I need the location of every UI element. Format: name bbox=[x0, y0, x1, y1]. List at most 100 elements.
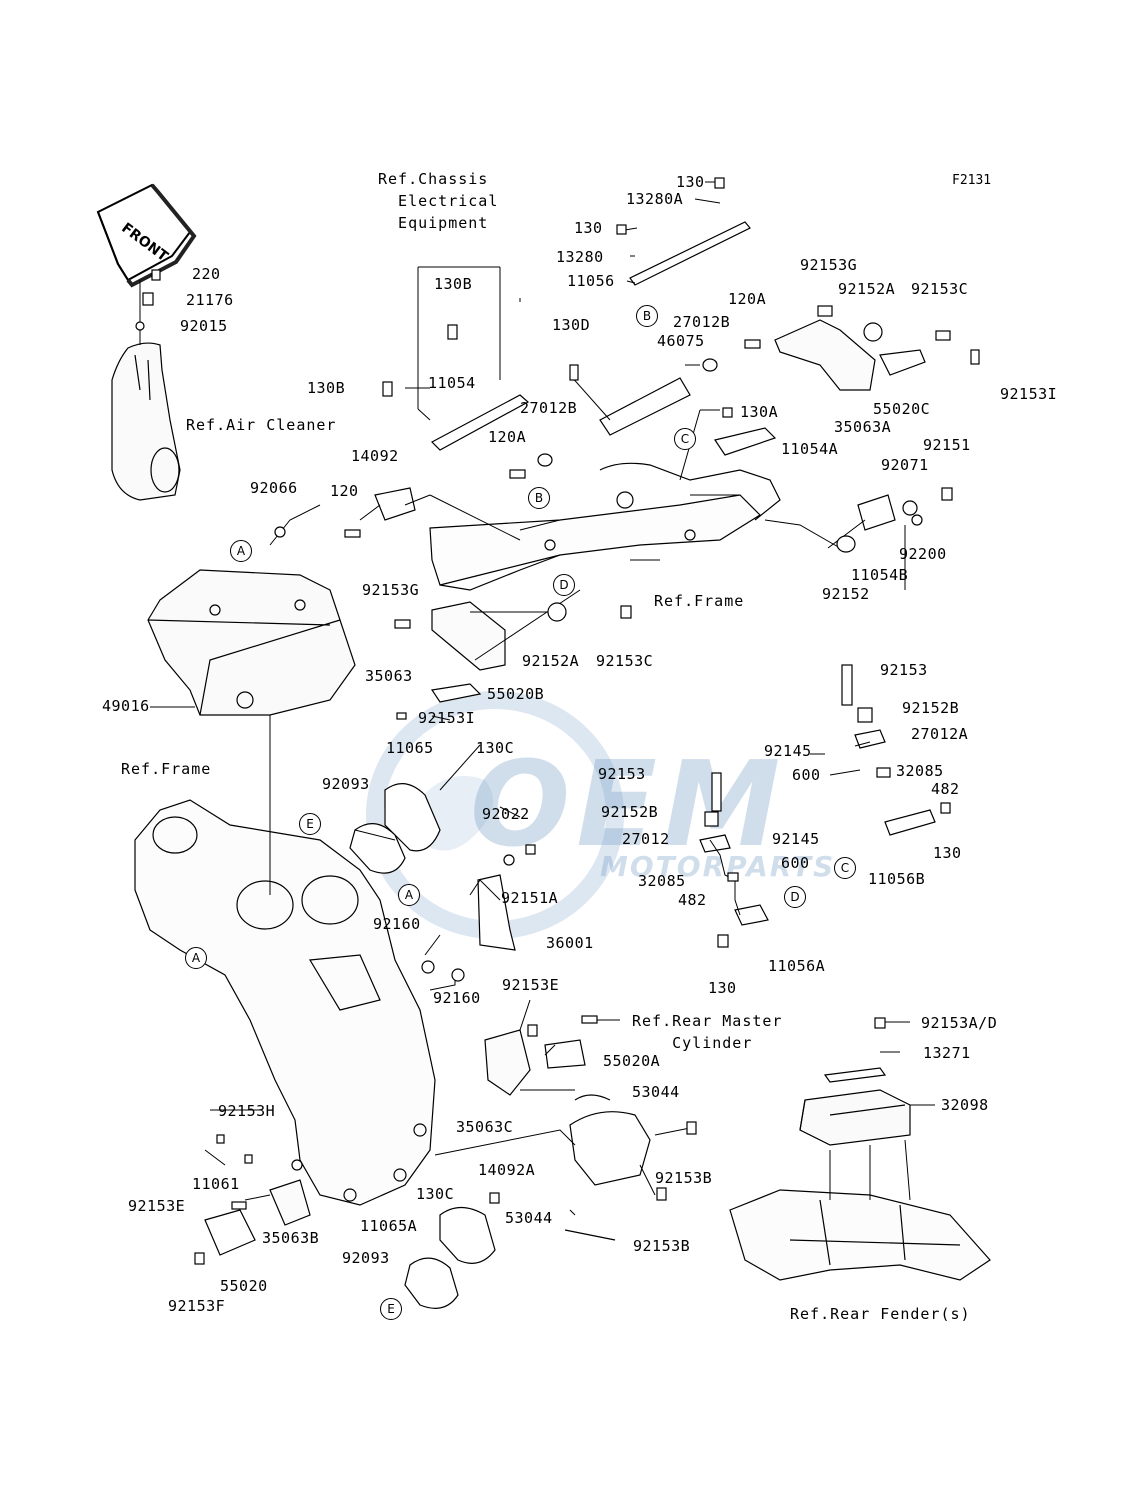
part-92153I: 92153I bbox=[418, 709, 476, 727]
part-92145: 92145 bbox=[764, 742, 812, 760]
part-46075: 46075 bbox=[657, 332, 705, 350]
callout-a-top: A bbox=[230, 540, 252, 562]
heat-shield-49016 bbox=[147, 569, 356, 716]
part-92093: 92093 bbox=[342, 1249, 390, 1267]
part-35063B: 35063B bbox=[262, 1229, 320, 1247]
callout-e-lower: E bbox=[380, 1298, 402, 1320]
fasteners bbox=[135, 177, 980, 1265]
part-130C: 130C bbox=[416, 1185, 455, 1203]
part-92153C: 92153C bbox=[911, 280, 969, 298]
cover-11065A bbox=[439, 1206, 496, 1264]
callout-b-mid: B bbox=[528, 487, 550, 509]
part-600: 600 bbox=[781, 854, 810, 872]
part-11065A: 11065A bbox=[360, 1217, 418, 1235]
part-130C: 130C bbox=[476, 739, 515, 757]
part-11056A: 11056A bbox=[768, 957, 826, 975]
pin-53044-upper bbox=[574, 1094, 611, 1101]
plate-55020A bbox=[544, 1039, 586, 1069]
bracket-46075 bbox=[599, 377, 691, 436]
part-130B: 130B bbox=[434, 275, 473, 293]
part-55020: 55020 bbox=[220, 1277, 268, 1295]
callout-d-right: D bbox=[784, 886, 806, 908]
part-482: 482 bbox=[678, 891, 707, 909]
callout-a-mid: A bbox=[398, 884, 420, 906]
battery-case-32098 bbox=[799, 1089, 911, 1146]
part-27012A: 27012A bbox=[911, 725, 969, 743]
callout-d-mid: D bbox=[553, 574, 575, 596]
part-92153: 92153 bbox=[880, 661, 928, 679]
ref-frame-top: Ref.Frame bbox=[654, 592, 745, 610]
part-92071: 92071 bbox=[881, 456, 929, 474]
watermark-logo: OEM bbox=[470, 735, 787, 873]
part-13271: 13271 bbox=[923, 1044, 971, 1062]
rail-11056 bbox=[629, 221, 751, 286]
part-120A: 120A bbox=[488, 428, 527, 446]
part-92152A: 92152A bbox=[522, 652, 580, 670]
gasket-92093-top bbox=[349, 823, 406, 874]
leader-lines bbox=[150, 181, 935, 1216]
bracket-35063 bbox=[431, 601, 506, 671]
part-32085: 32085 bbox=[896, 762, 944, 780]
part-13280: 13280 bbox=[556, 248, 604, 266]
bracket-35063B bbox=[269, 1179, 311, 1226]
part-55020A: 55020A bbox=[603, 1052, 661, 1070]
part-130D: 130D bbox=[552, 316, 591, 334]
rear-fender bbox=[729, 1189, 991, 1281]
watermark-subtext: MOTORPARTS bbox=[600, 850, 836, 883]
part-92066: 92066 bbox=[250, 479, 298, 497]
plate-55020B bbox=[430, 683, 482, 703]
ref-chassis-electrical: Ref.Chassis Electrical Equipment bbox=[378, 170, 499, 232]
part-92160: 92160 bbox=[433, 989, 481, 1007]
part-92145: 92145 bbox=[772, 830, 820, 848]
bracket-36001 bbox=[477, 874, 516, 951]
callout-c-top: C bbox=[674, 428, 696, 450]
part-92152: 92152 bbox=[822, 585, 870, 603]
part-36001: 36001 bbox=[546, 934, 594, 952]
front-arrow-icon bbox=[96, 183, 197, 288]
part-92153: 92153 bbox=[598, 765, 646, 783]
ref-frame-left: Ref.Frame bbox=[121, 760, 212, 778]
ref-rear-master-cylinder: Ref.Rear Master Cylinder bbox=[632, 1012, 783, 1052]
bracket-11056A bbox=[734, 904, 769, 926]
part-11054: 11054 bbox=[428, 374, 476, 392]
part-14092A: 14092A bbox=[478, 1161, 536, 1179]
engine-frame bbox=[134, 799, 436, 1206]
part-27012B: 27012B bbox=[673, 313, 731, 331]
part-11065: 11065 bbox=[386, 739, 434, 757]
part-21176: 21176 bbox=[186, 291, 234, 309]
clamp-11054B bbox=[857, 494, 896, 531]
diagram-code: F2131 bbox=[952, 173, 992, 188]
main-frame-rail bbox=[429, 462, 781, 591]
air-cleaner-duct bbox=[111, 342, 181, 501]
part-35063A: 35063A bbox=[834, 418, 892, 436]
part-27012B: 27012B bbox=[520, 399, 578, 417]
part-130B: 130B bbox=[307, 379, 346, 397]
bracket-35063A bbox=[774, 319, 876, 391]
plate-55020 bbox=[204, 1209, 256, 1256]
part-130: 130 bbox=[933, 844, 962, 862]
part-92153H: 92153H bbox=[218, 1102, 276, 1120]
part-92152A: 92152A bbox=[838, 280, 896, 298]
cover-11065 bbox=[384, 783, 441, 852]
part-11056: 11056 bbox=[567, 272, 615, 290]
part-11054B: 11054B bbox=[851, 566, 909, 584]
part-130: 130 bbox=[676, 173, 705, 191]
gasket-92093-lower bbox=[404, 1257, 459, 1309]
part-92153F: 92153F bbox=[168, 1297, 226, 1315]
bracket-11056B bbox=[884, 809, 936, 836]
part-14092: 14092 bbox=[351, 447, 399, 465]
part-600: 600 bbox=[792, 766, 821, 784]
part-92152B: 92152B bbox=[601, 803, 659, 821]
part-13280A: 13280A bbox=[626, 190, 684, 208]
part-92153AD: 92153A/D bbox=[921, 1014, 998, 1032]
part-32098: 32098 bbox=[941, 1096, 989, 1114]
part-92153C: 92153C bbox=[596, 652, 654, 670]
part-92153G: 92153G bbox=[800, 256, 858, 274]
part-92151A: 92151A bbox=[501, 889, 559, 907]
part-92151: 92151 bbox=[923, 436, 971, 454]
plate-11054A bbox=[714, 427, 777, 456]
ref-air-cleaner: Ref.Air Cleaner bbox=[186, 416, 337, 434]
part-55020B: 55020B bbox=[487, 685, 545, 703]
part-32085: 32085 bbox=[638, 872, 686, 890]
